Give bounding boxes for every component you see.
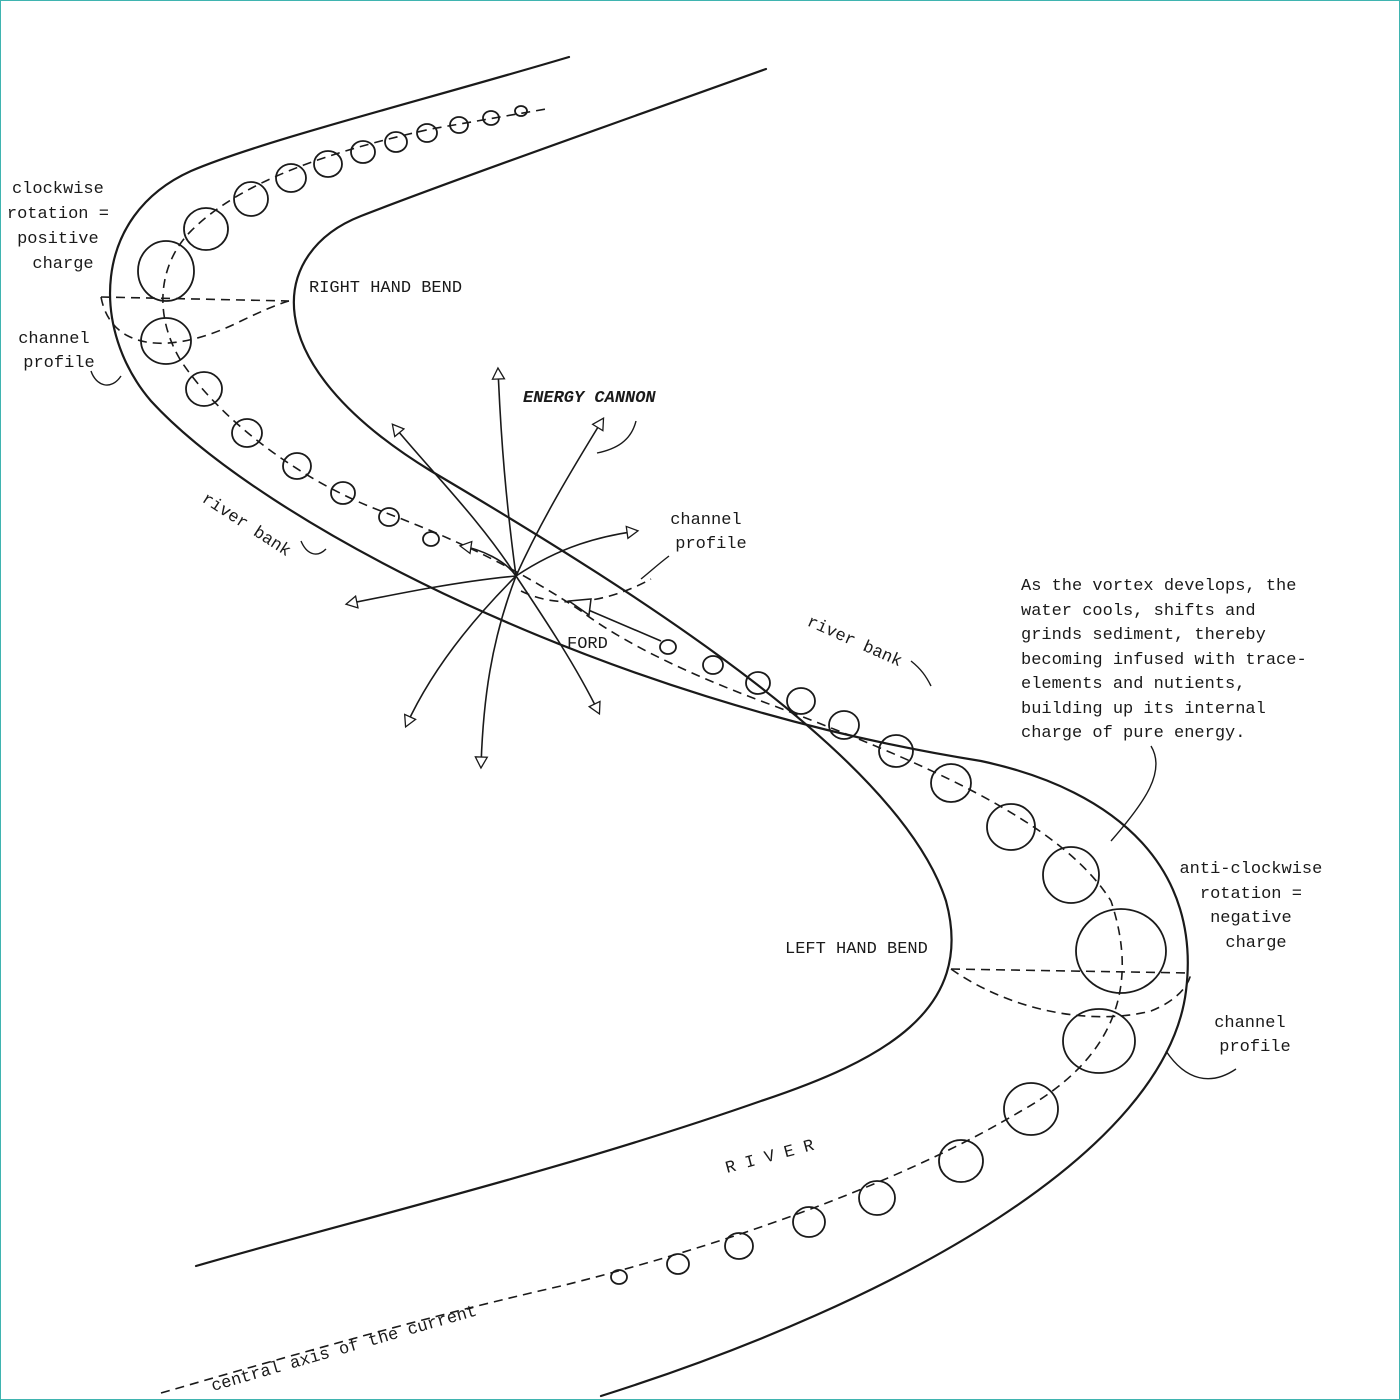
channel-profile-left-line-1: channel xyxy=(18,330,89,349)
channel-profile-mid-label: channel profile xyxy=(670,511,752,554)
outer-bank-line xyxy=(108,55,1189,1398)
energy-cannon-arrows xyxy=(347,369,662,767)
clockwise-line-3: positive xyxy=(17,230,99,249)
vortex-text-line-7: charge of pure energy. xyxy=(1021,724,1245,743)
anticlockwise-line-3: negative xyxy=(1210,909,1292,928)
channel-profile-right-line-2: profile xyxy=(1219,1038,1290,1057)
anticlockwise-line-4: charge xyxy=(1225,934,1286,953)
anticlockwise-line-1: anti-clockwise xyxy=(1179,860,1322,879)
clockwise-vortex-coils xyxy=(137,105,528,547)
river-label: RIVER xyxy=(724,1134,826,1178)
left-hand-bend-channel-profile xyxy=(950,968,1192,1018)
clockwise-rotation-label: clockwise rotation = positive charge xyxy=(7,180,119,274)
central-axis-of-current-path xyxy=(160,108,1124,1394)
channel-profile-mid-line-2: profile xyxy=(675,535,746,554)
vortex-text-line-4: becoming infused with trace- xyxy=(1021,651,1307,670)
river-bank-lower-label: river bank xyxy=(804,613,905,672)
left-hand-bend-label: LEFT HAND BEND xyxy=(785,940,928,959)
vortex-description-text: As the vortex develops, the water cools,… xyxy=(1021,577,1317,743)
channel-profile-left-line-2: profile xyxy=(23,354,94,373)
river-bank-upper-label: river bank xyxy=(198,490,294,562)
central-axis-label: central axis of the current xyxy=(209,1303,479,1397)
channel-profile-mid-line-1: channel xyxy=(670,511,741,530)
vortex-text-line-5: elements and nutients, xyxy=(1021,675,1245,694)
clockwise-line-1: clockwise xyxy=(12,180,104,199)
clockwise-line-2: rotation = xyxy=(7,205,109,224)
vortex-text-line-3: grinds sediment, thereby xyxy=(1021,626,1266,645)
ford-label: FORD xyxy=(567,635,608,654)
channel-profile-right-label: channel profile xyxy=(1214,1014,1296,1057)
energy-cannon-label: ENERGY CANNON xyxy=(523,389,656,408)
inner-bank-line xyxy=(194,67,953,1268)
channel-profile-right-line-1: channel xyxy=(1214,1014,1285,1033)
vortex-text-line-2: water cools, shifts and xyxy=(1021,602,1256,621)
clockwise-line-4: charge xyxy=(32,255,93,274)
channel-profile-left-label: channel profile xyxy=(18,330,100,373)
anticlockwise-line-2: rotation = xyxy=(1200,885,1302,904)
vortex-text-line-1: As the vortex develops, the xyxy=(1021,577,1296,596)
vortex-text-line-6: building up its internal xyxy=(1021,700,1266,719)
ford-channel-profile xyxy=(520,578,652,603)
right-hand-bend-label: RIGHT HAND BEND xyxy=(309,279,462,298)
anticlockwise-vortex-coils xyxy=(610,639,1167,1285)
right-hand-bend-channel-profile xyxy=(100,296,290,345)
leader-lines xyxy=(90,370,1237,1080)
anticlockwise-rotation-label: anti-clockwise rotation = negative charg… xyxy=(1179,860,1332,953)
